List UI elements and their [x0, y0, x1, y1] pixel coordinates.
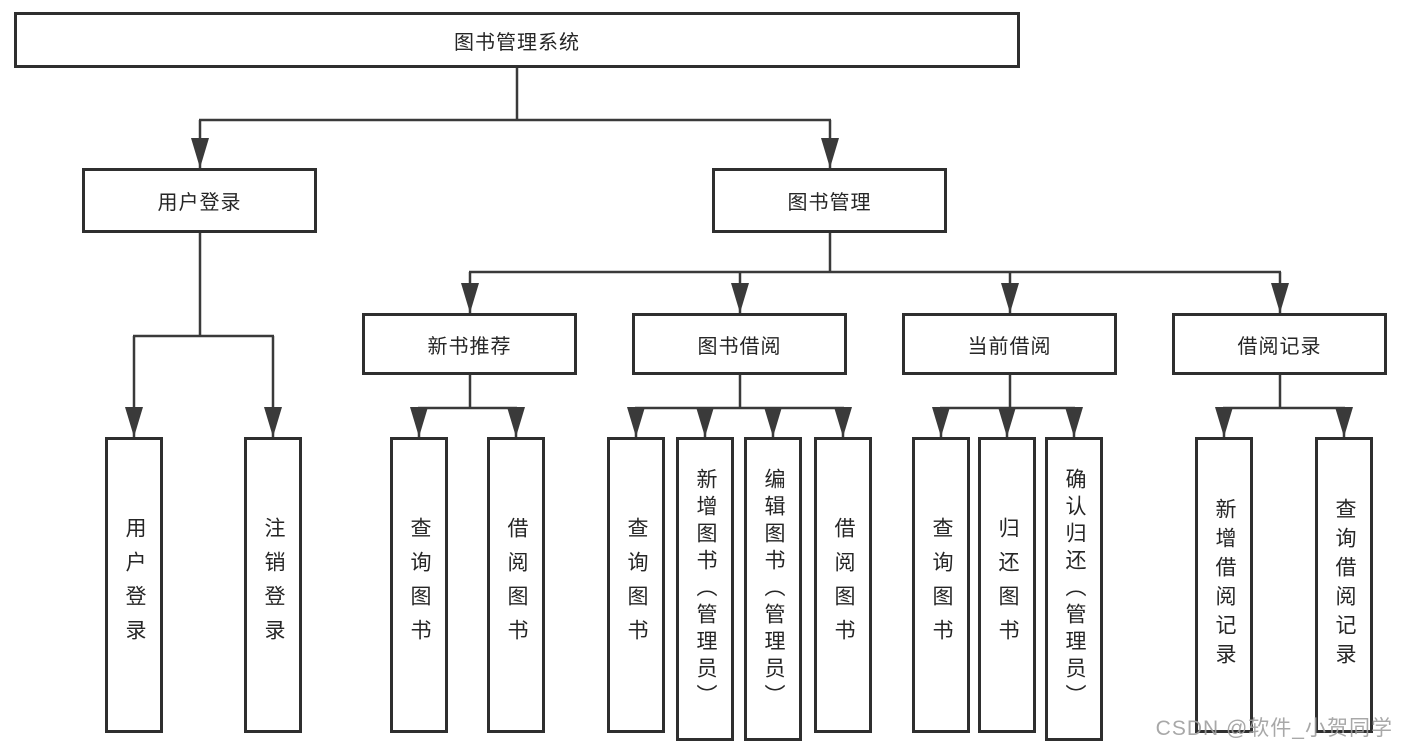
csdn-watermark: CSDN @软件_小贺同学: [1155, 717, 1393, 740]
leaf-query-book-borrow-label: 查询图书: [625, 517, 648, 653]
node-borrow-records: 借阅记录: [1172, 313, 1387, 375]
leaf-borrow-book-recommend-label: 借阅图书: [505, 517, 528, 653]
leaf-user-login: 用户登录: [105, 437, 163, 733]
leaf-borrow-book-label: 借阅图书: [832, 517, 855, 653]
node-root-label: 图书管理系统: [454, 31, 580, 54]
leaf-add-borrow-record-label: 新增借阅记录: [1213, 498, 1236, 672]
leaf-query-book-current-label: 查询图书: [930, 517, 953, 653]
leaf-borrow-book: 借阅图书: [814, 437, 872, 733]
node-book-management: 图书管理: [712, 168, 947, 233]
leaf-return-book: 归还图书: [978, 437, 1036, 733]
node-user-login-label: 用户登录: [157, 192, 242, 214]
leaf-add-borrow-record: 新增借阅记录: [1195, 437, 1253, 733]
leaf-query-borrow-record-label: 查询借阅记录: [1333, 498, 1356, 672]
leaf-confirm-return-admin-label: 确认归还（管理员）: [1063, 467, 1086, 711]
node-current-borrow-label: 当前借阅: [967, 335, 1052, 358]
node-book-management-label: 图书管理: [787, 192, 872, 214]
node-book-borrow: 图书借阅: [632, 313, 847, 375]
node-root: 图书管理系统: [14, 12, 1020, 68]
leaf-query-book-current: 查询图书: [912, 437, 970, 733]
leaf-query-book-borrow: 查询图书: [607, 437, 665, 733]
leaf-query-book-recommend: 查询图书: [390, 437, 448, 733]
node-current-borrow: 当前借阅: [902, 313, 1117, 375]
node-new-book-recommend: 新书推荐: [362, 313, 577, 375]
leaf-query-book-recommend-label: 查询图书: [408, 517, 431, 653]
leaf-confirm-return-admin: 确认归还（管理员）: [1045, 437, 1103, 741]
leaf-user-login-label: 用户登录: [123, 517, 146, 653]
node-new-book-recommend-label: 新书推荐: [427, 335, 512, 358]
leaf-add-book-admin: 新增图书（管理员）: [676, 437, 734, 741]
node-borrow-records-label: 借阅记录: [1237, 335, 1322, 358]
node-user-login: 用户登录: [82, 168, 317, 233]
arrowheads: [125, 138, 1353, 437]
leaf-query-borrow-record: 查询借阅记录: [1315, 437, 1373, 733]
leaf-edit-book-admin: 编辑图书（管理员）: [744, 437, 802, 741]
leaf-return-book-label: 归还图书: [996, 517, 1019, 653]
leaf-edit-book-admin-label: 编辑图书（管理员）: [762, 467, 785, 711]
leaf-borrow-book-recommend: 借阅图书: [487, 437, 545, 733]
leaf-add-book-admin-label: 新增图书（管理员）: [694, 467, 717, 711]
leaf-logout: 注销登录: [244, 437, 302, 733]
leaf-logout-label: 注销登录: [262, 517, 285, 653]
node-book-borrow-label: 图书借阅: [697, 335, 782, 358]
